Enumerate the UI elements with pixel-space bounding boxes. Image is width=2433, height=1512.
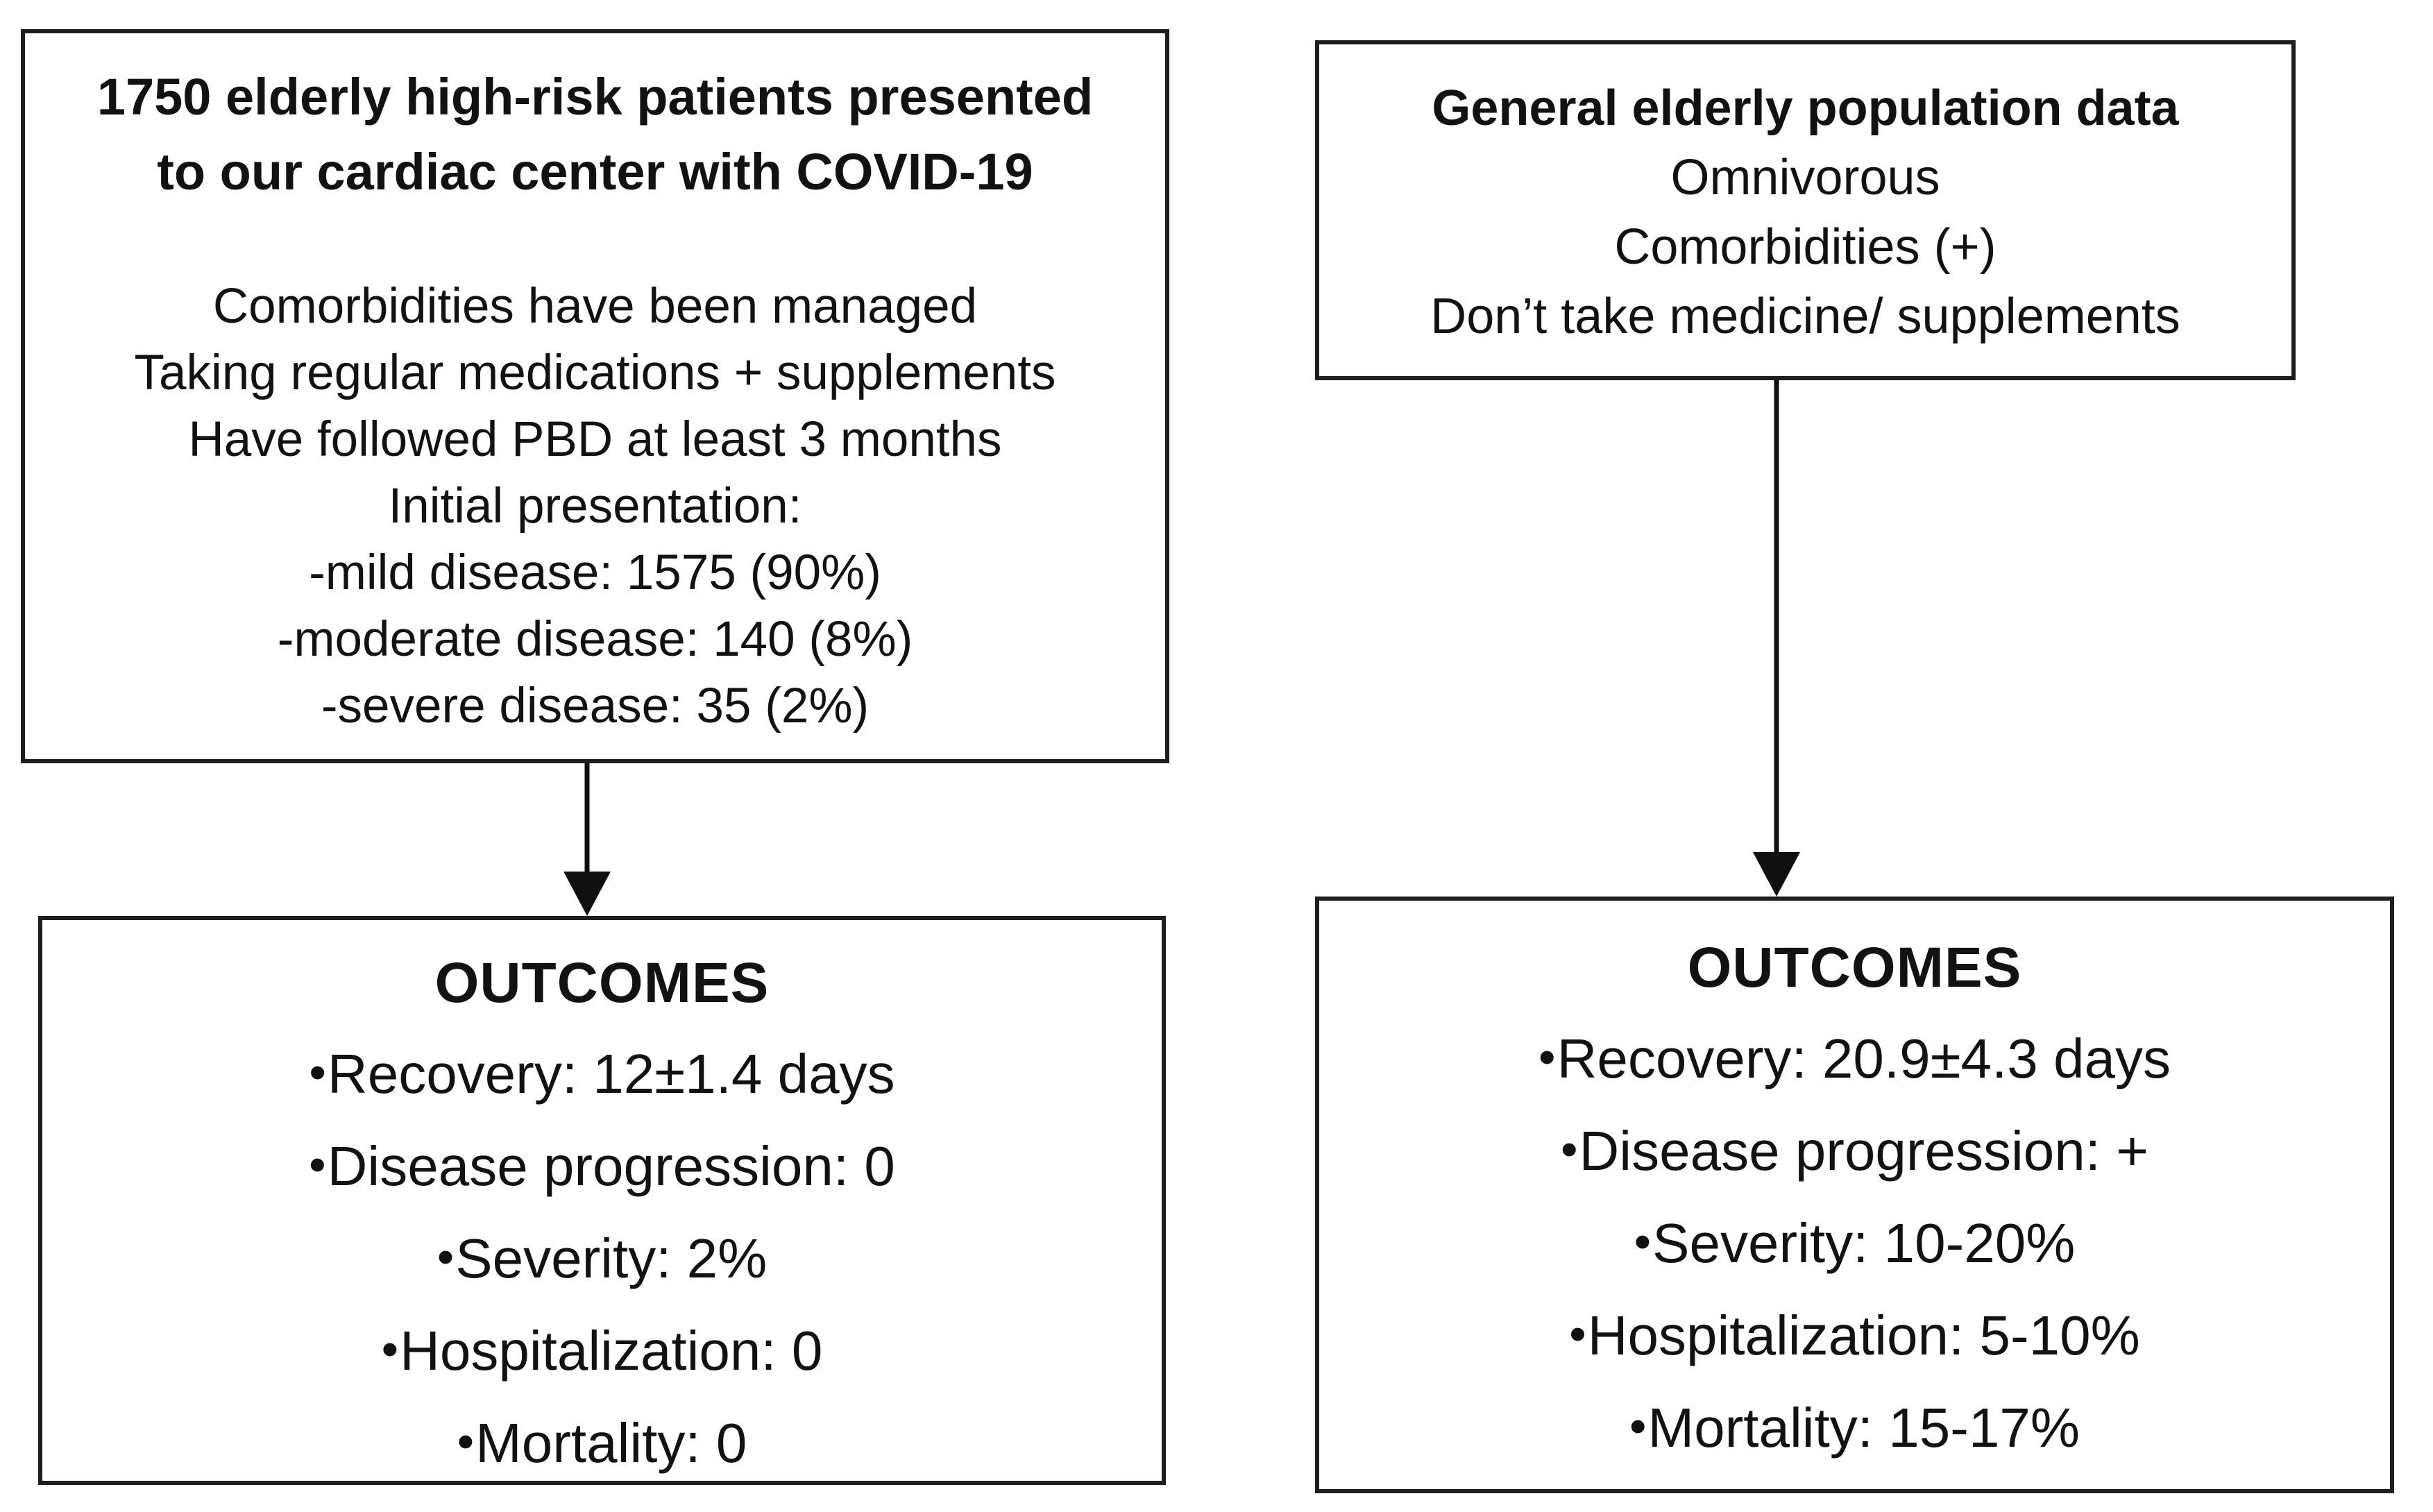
outcome-text: Severity: 10-20% [1652, 1212, 2076, 1274]
outcome-item: •Severity: 2% [42, 1212, 1162, 1304]
outcome-text: Severity: 2% [455, 1228, 768, 1289]
outcome-item: •Severity: 10-20% [1319, 1196, 2390, 1289]
population-body-line: Comorbidities (+) [1614, 219, 1997, 275]
outcome-text: Disease progression: + [1579, 1120, 2148, 1182]
outcome-text: Mortality: 15-17% [1647, 1397, 2080, 1459]
down-arrow-left [563, 763, 611, 916]
outcome-item: •Hospitalization: 5-10% [1319, 1289, 2390, 1381]
bullet-icon: • [1634, 1214, 1652, 1268]
outcome-item: •Mortality: 15-17% [1319, 1381, 2390, 1473]
population-body-line: Omnivorous [1670, 150, 1940, 205]
bullet-icon: • [457, 1414, 475, 1468]
cohort-body-line: -severe disease: 35 (2%) [321, 679, 870, 733]
outcome-item: •Disease progression: 0 [42, 1119, 1162, 1212]
bullet-icon: • [309, 1137, 326, 1191]
spacer [25, 210, 1165, 273]
down-arrow-right [1753, 380, 1800, 897]
bullet-icon: • [1629, 1399, 1647, 1453]
outcome-item: •Recovery: 12±1.4 days [42, 1027, 1162, 1119]
cohort-body-line: Have followed PBD at least 3 months [188, 412, 1002, 467]
cohort-title-line-1: 1750 elderly high-risk patients presente… [96, 68, 1094, 126]
cohort-body-line: Initial presentation: [388, 479, 802, 534]
outcome-text: Hospitalization: 0 [400, 1320, 823, 1382]
cohort-outcomes-box: OUTCOMES •Recovery: 12±1.4 days •Disease… [38, 916, 1166, 1485]
population-outcomes-box: OUTCOMES •Recovery: 20.9±4.3 days •Disea… [1315, 897, 2394, 1493]
outcomes-title: OUTCOMES [1687, 936, 2022, 999]
outcomes-title: OUTCOMES [434, 951, 770, 1014]
arrow-head-icon [1753, 852, 1800, 897]
general-population-box: General elderly population data Omnivoro… [1315, 40, 2296, 380]
cohort-body-line: -mild disease: 1575 (90%) [309, 545, 881, 600]
bullet-icon: • [1569, 1307, 1586, 1361]
outcome-item: •Mortality: 0 [42, 1396, 1162, 1488]
cohort-body-line: -moderate disease: 140 (8%) [277, 612, 913, 667]
outcome-text: Disease progression: 0 [327, 1135, 895, 1197]
arrow-head-icon [563, 872, 611, 916]
arrow-stem [584, 763, 590, 874]
outcome-text: Hospitalization: 5-10% [1587, 1305, 2140, 1366]
outcome-item: •Hospitalization: 0 [42, 1304, 1162, 1396]
arrow-stem [1774, 380, 1779, 855]
cohort-body-line: Comorbidities have been managed [212, 279, 978, 334]
cohort-body-line: Taking regular medications + supplements [134, 346, 1056, 400]
bullet-icon: • [1538, 1030, 1556, 1084]
outcome-text: Recovery: 12±1.4 days [327, 1043, 895, 1105]
bullet-icon: • [1561, 1122, 1578, 1176]
cohort-title-line-2: to our cardiac center with COVID-19 [157, 143, 1033, 201]
population-body-line: Don’t take medicine/ supplements [1430, 289, 2180, 344]
bullet-icon: • [309, 1045, 326, 1099]
outcome-text: Mortality: 0 [475, 1412, 747, 1474]
outcome-item: •Disease progression: + [1319, 1104, 2390, 1196]
bullet-icon: • [381, 1322, 399, 1376]
bullet-icon: • [436, 1230, 455, 1284]
outcome-item: •Recovery: 20.9±4.3 days [1319, 1012, 2390, 1104]
cohort-box: 1750 elderly high-risk patients presente… [21, 29, 1169, 763]
population-title: General elderly population data [1432, 80, 2179, 136]
outcome-text: Recovery: 20.9±4.3 days [1557, 1028, 2171, 1089]
